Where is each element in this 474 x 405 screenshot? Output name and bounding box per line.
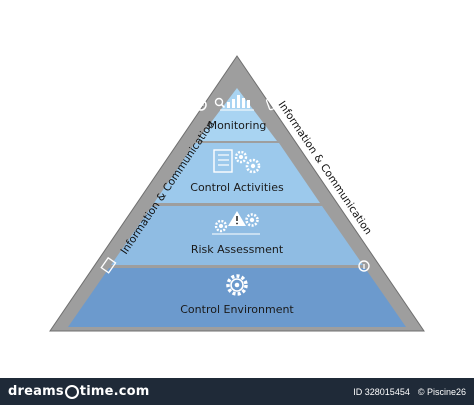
stock-footer-bar: dreams time.com ID 328015454 © Piscine26 [0,378,474,405]
message-bubble-icon [195,99,207,111]
logo-circle-icon [64,384,79,399]
warning-gears-icon [212,211,260,235]
level-label-risk-assessment: Risk Assessment [191,243,284,256]
level-label-monitoring: Monitoring [208,119,267,132]
logo-text-right: time.com [79,384,150,399]
info-circle-icon [358,260,370,272]
level-risk-assessment-band [111,206,363,265]
document-icon [100,256,117,274]
dreamstime-logo: dreams time.com [8,384,150,399]
coso-pyramid-diagram: Information & Communication Information … [49,55,425,332]
footer-meta: ID 328015454 © Piscine26 [353,387,466,397]
level-monitoring-band [197,88,277,141]
checklist-gears-icon [213,149,261,174]
phone-icon [265,96,279,111]
credit-text: © Piscine26 [417,386,466,397]
image-id-text: ID 328015454 [353,386,410,397]
level-control-environment-band [68,268,406,327]
level-label-control-environment: Control Environment [180,303,294,316]
bar-chart-magnifier-icon [214,95,254,111]
gear-icon [226,274,248,296]
level-control-activities-band [154,143,320,203]
level-label-control-activities: Control Activities [190,181,284,194]
logo-text-left: dreams [8,384,64,399]
